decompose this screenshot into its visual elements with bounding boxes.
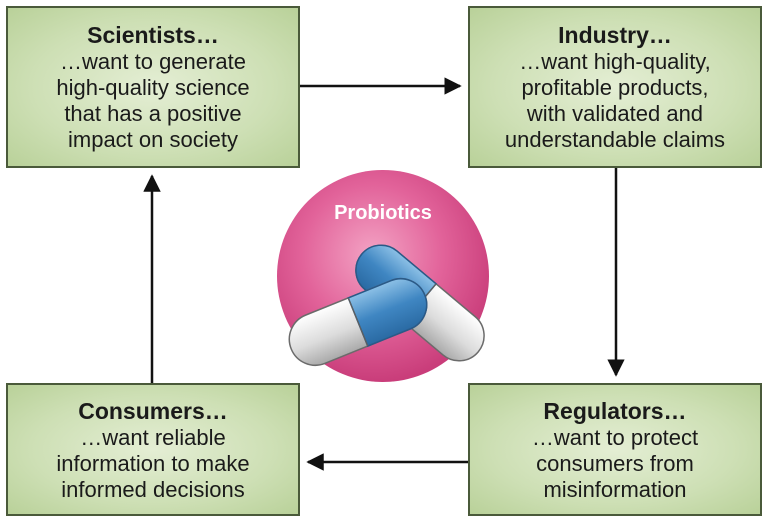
regulators-title: Regulators… <box>543 397 687 424</box>
industry-text: …want high-quality, profitable products,… <box>505 49 725 153</box>
industry-line: with validated and <box>526 101 704 126</box>
consumers-line: …want reliable <box>80 424 226 450</box>
consumers-box: Consumers… …want reliable information to… <box>6 383 300 516</box>
regulators-line: consumers from <box>536 450 694 476</box>
scientists-box: Scientists… …want to generate high-quali… <box>6 6 300 168</box>
regulators-box: Regulators… …want to protect consumers f… <box>468 383 762 516</box>
industry-line: understandable claims <box>504 127 726 152</box>
regulators-line: …want to protect <box>531 424 699 450</box>
scientists-title: Scientists… <box>87 22 219 48</box>
scientists-line: that has a positive <box>64 101 242 126</box>
industry-box: Industry… …want high-quality, profitable… <box>468 6 762 168</box>
industry-line: …want high-quality, <box>519 49 711 74</box>
industry-title: Industry… <box>558 22 672 48</box>
scientists-text: …want to generate high-quality science t… <box>56 49 249 153</box>
probiotics-label: Probiotics <box>334 202 432 224</box>
consumers-line: informed decisions <box>61 476 245 502</box>
scientists-line: high-quality science <box>56 75 250 100</box>
scientists-line: …want to generate <box>60 49 246 74</box>
consumers-title: Consumers… <box>78 397 228 424</box>
consumers-text: …want reliable information to make infor… <box>56 425 249 503</box>
industry-line: profitable products, <box>521 75 709 100</box>
consumers-line: information to make <box>56 450 250 476</box>
regulators-line: misinformation <box>543 476 687 502</box>
regulators-text: …want to protect consumers from misinfor… <box>532 425 698 503</box>
scientists-line: impact on society <box>68 127 238 152</box>
capsule-pills-icon <box>288 244 485 366</box>
